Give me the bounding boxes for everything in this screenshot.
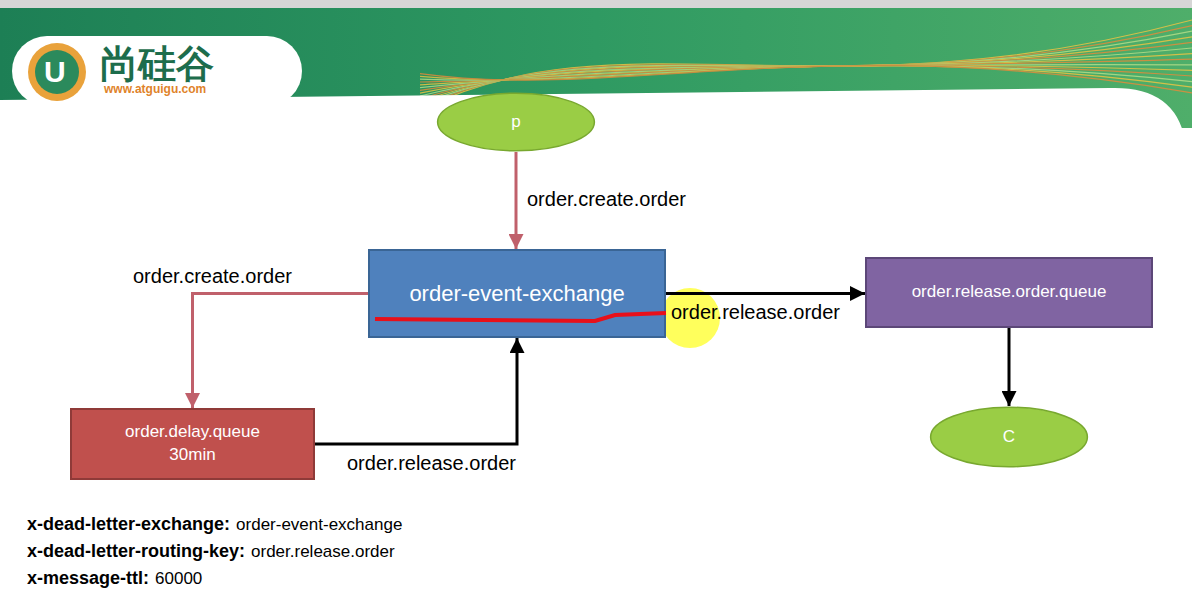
- connector: [315, 338, 517, 444]
- consumer-ellipse: C: [929, 406, 1089, 468]
- connector: [193, 294, 369, 409]
- logo-name: 尚硅谷: [100, 42, 214, 88]
- edge-label: order.release.order: [347, 451, 516, 475]
- edge-label: order.create.order: [527, 187, 686, 211]
- edge-label: order.create.order: [133, 264, 292, 288]
- ellipse-fill: [438, 93, 595, 151]
- logo-url: www.atguigu.com: [104, 82, 206, 96]
- argument-value: order.release.order: [251, 542, 395, 562]
- node-text: order.release.order.queue: [912, 281, 1107, 304]
- node-text: 30min: [169, 444, 215, 467]
- logo-letter: U: [44, 54, 66, 90]
- queue-box: order.delay.queue30min: [70, 408, 315, 480]
- node-text: order.delay.queue: [125, 421, 260, 444]
- node-text: p: [511, 111, 520, 134]
- ellipse-fill: [931, 407, 1088, 467]
- queue-box: order.release.order.queue: [865, 257, 1153, 328]
- connector: [666, 292, 865, 295]
- producer-ellipse: p: [436, 92, 596, 152]
- argument-key: x-dead-letter-routing-key:: [27, 541, 245, 563]
- exchange-box: order-event-exchange: [368, 249, 666, 338]
- connector: [515, 152, 518, 249]
- node-text: order-event-exchange: [409, 279, 624, 309]
- header-wave: [420, 54, 1192, 94]
- argument-value: 60000: [155, 569, 202, 589]
- header-wave: [420, 59, 1192, 90]
- argument-value: order-event-exchange: [236, 515, 402, 535]
- node-text: C: [1003, 426, 1015, 449]
- argument-key: x-dead-letter-exchange:: [27, 514, 230, 536]
- highlight-stroke: [375, 313, 666, 321]
- connector: [1008, 328, 1011, 406]
- header-wave: [420, 65, 1192, 84]
- argument-key: x-message-ttl:: [27, 568, 149, 590]
- edge-label: order.release.order: [671, 300, 840, 324]
